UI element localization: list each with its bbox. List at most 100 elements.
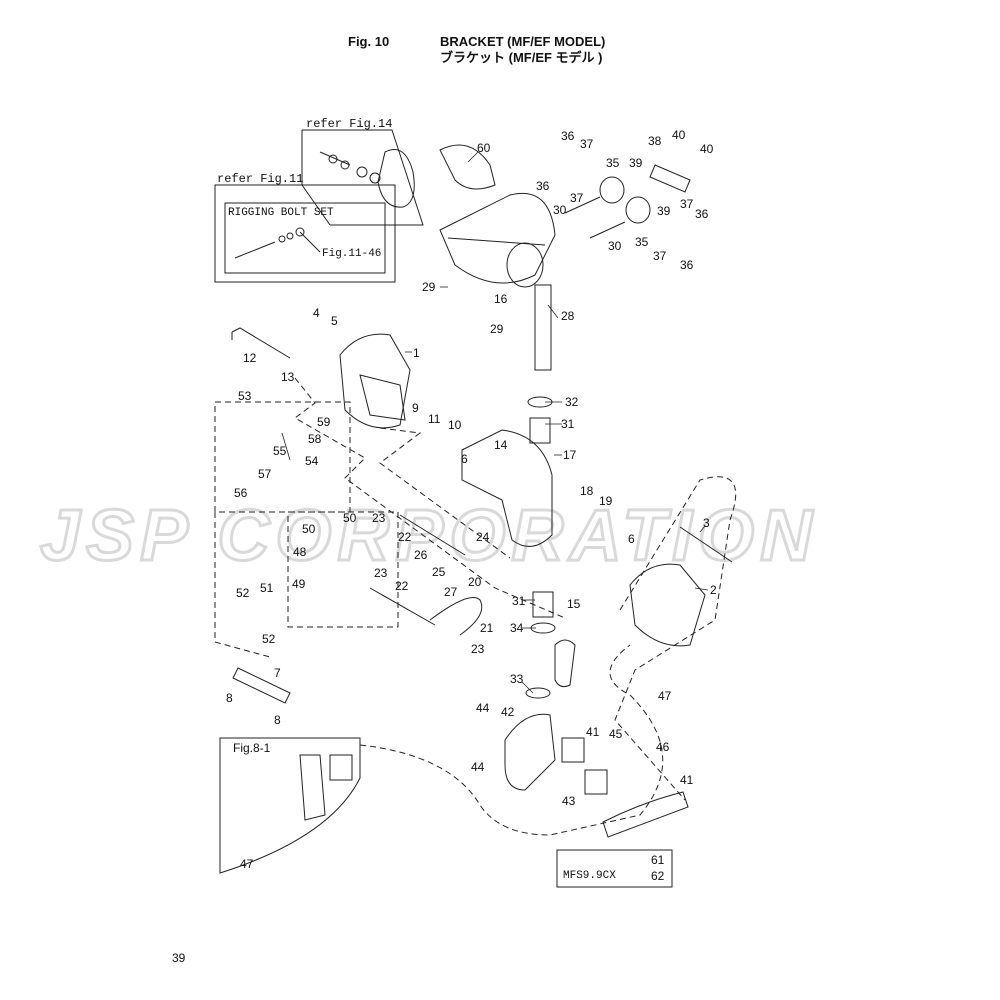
callout-39: 39 <box>657 204 671 218</box>
callout-32: 32 <box>565 395 579 409</box>
callout-34: 34 <box>510 621 524 635</box>
callout-40: 40 <box>700 142 714 156</box>
fig11-46-label: Fig.11-46 <box>322 248 381 260</box>
callout-48: 48 <box>293 545 307 559</box>
callout-12: 12 <box>243 351 257 365</box>
page-number: 39 <box>172 951 186 965</box>
rigging-bolt-set-label: RIGGING BOLT SET <box>228 207 334 219</box>
callout-13: 13 <box>281 370 295 384</box>
callout-62: 62 <box>651 869 665 883</box>
callout-14: 14 <box>494 438 508 452</box>
bolt-3 <box>679 526 733 563</box>
callout-42: 42 <box>501 705 515 719</box>
callout-18: 18 <box>580 484 594 498</box>
callout-47: 47 <box>240 857 254 871</box>
callout-39: 39 <box>629 156 643 170</box>
callout-31: 31 <box>512 594 526 608</box>
callout-30: 30 <box>553 203 567 217</box>
callout-6: 6 <box>461 452 468 466</box>
tiller-handle-assembly <box>439 144 556 288</box>
tilt-lever <box>429 597 483 636</box>
callout-8: 8 <box>226 691 233 705</box>
pad-41b <box>584 769 608 795</box>
callout-4: 4 <box>313 306 320 320</box>
callout-44: 44 <box>471 760 485 774</box>
callout-41: 41 <box>586 725 600 739</box>
bushing-bracket-group <box>564 164 691 239</box>
callout-50: 50 <box>343 511 357 525</box>
refer-fig14-inset <box>301 129 424 226</box>
fig8-1-inset <box>219 737 361 874</box>
callout-2: 2 <box>710 583 717 597</box>
callout-16: 16 <box>494 292 508 306</box>
callout-36: 36 <box>536 179 550 193</box>
callout-36: 36 <box>695 207 709 221</box>
callout-55: 55 <box>273 444 287 458</box>
callout-26: 26 <box>414 548 428 562</box>
callout-3: 3 <box>703 516 710 530</box>
pad-41a <box>561 737 585 763</box>
group-53-box <box>214 401 351 513</box>
callout-1: 1 <box>413 346 420 360</box>
callout-11: 11 <box>428 412 441 426</box>
callout-29: 29 <box>422 280 436 294</box>
callout-54: 54 <box>305 454 319 468</box>
callout-59: 59 <box>317 415 331 429</box>
callout-15: 15 <box>567 597 581 611</box>
callout-10: 10 <box>448 418 462 432</box>
callout-23: 23 <box>372 511 386 525</box>
callout-58: 58 <box>308 432 322 446</box>
plate-side <box>554 639 576 688</box>
callout-28: 28 <box>561 309 575 323</box>
stern-bracket-right <box>629 563 706 647</box>
callout-23: 23 <box>471 642 485 656</box>
callout-35: 35 <box>606 156 620 170</box>
figure-number: Fig. 10 <box>348 34 390 49</box>
callout-52: 52 <box>236 586 250 600</box>
steering-shaft <box>534 284 552 371</box>
callout-37: 37 <box>680 197 694 211</box>
cable-dashed <box>359 644 664 836</box>
callout-24: 24 <box>476 530 490 544</box>
callout-37: 37 <box>580 137 594 151</box>
fig8-1-label: Fig.8-1 <box>233 741 271 755</box>
callout-37: 37 <box>570 191 584 205</box>
variant-label: MFS9.9CX <box>563 870 616 882</box>
callout-19: 19 <box>599 494 613 508</box>
callout-61: 61 <box>651 853 665 867</box>
callout-40: 40 <box>672 128 686 142</box>
callout-21: 21 <box>480 621 494 635</box>
leader-lines <box>281 151 709 694</box>
callout-38: 38 <box>648 134 662 148</box>
figure-title-japanese: ブラケット (MF/EF モデル ) <box>440 50 603 65</box>
callout-labels: 60 36 37 38 40 40 36 35 39 37 30 39 37 3… <box>226 128 717 883</box>
refer-fig11-inset <box>214 184 396 283</box>
callout-30: 30 <box>608 239 622 253</box>
cover-43 <box>602 791 689 838</box>
plate-7 <box>232 667 291 704</box>
callout-50: 50 <box>302 522 316 536</box>
callout-45: 45 <box>609 727 623 741</box>
refer-fig14-label: refer Fig.14 <box>306 117 392 131</box>
callout-9: 9 <box>412 401 419 415</box>
callout-35: 35 <box>635 235 649 249</box>
group-left-dashed <box>214 512 271 658</box>
clamp-42 <box>504 713 556 791</box>
figure-title: BRACKET (MF/EF MODEL) <box>440 34 606 49</box>
callout-36: 36 <box>561 129 575 143</box>
watermark-text: JSP CORPORATION <box>40 496 818 576</box>
group-48-box <box>287 511 399 628</box>
callout-46: 46 <box>656 740 670 754</box>
callout-60: 60 <box>477 141 491 155</box>
callout-47: 47 <box>658 689 672 703</box>
callout-44: 44 <box>476 701 490 715</box>
callout-22: 22 <box>398 530 412 544</box>
callout-8: 8 <box>274 713 281 727</box>
callout-37: 37 <box>653 249 667 263</box>
callout-23: 23 <box>374 566 388 580</box>
callout-5: 5 <box>331 314 338 328</box>
callout-41: 43 <box>562 794 576 808</box>
callout-29: 29 <box>490 322 504 336</box>
refer-fig11-label: refer Fig.11 <box>217 172 303 186</box>
